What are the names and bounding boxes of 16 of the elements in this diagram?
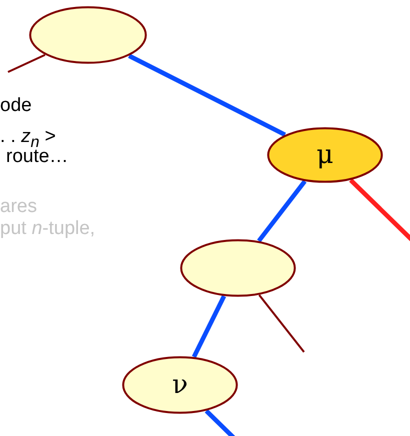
connector-line (349, 178, 410, 242)
tree-node (180, 239, 296, 297)
text-fragment: ares (0, 197, 37, 216)
tree-node (122, 356, 238, 414)
connector-line (204, 409, 236, 436)
text-fragment: ode (0, 96, 32, 115)
text-fragment: put n-tuple, (0, 219, 96, 238)
connector-line (257, 180, 307, 242)
node-symbol: μ (316, 140, 334, 170)
connector-line (192, 295, 226, 358)
tree-node (29, 6, 147, 64)
connector-line (8, 54, 46, 73)
connector-line (258, 294, 305, 353)
node-symbol: ν (172, 370, 188, 400)
connector-line (128, 54, 286, 137)
tree-node (267, 127, 383, 183)
